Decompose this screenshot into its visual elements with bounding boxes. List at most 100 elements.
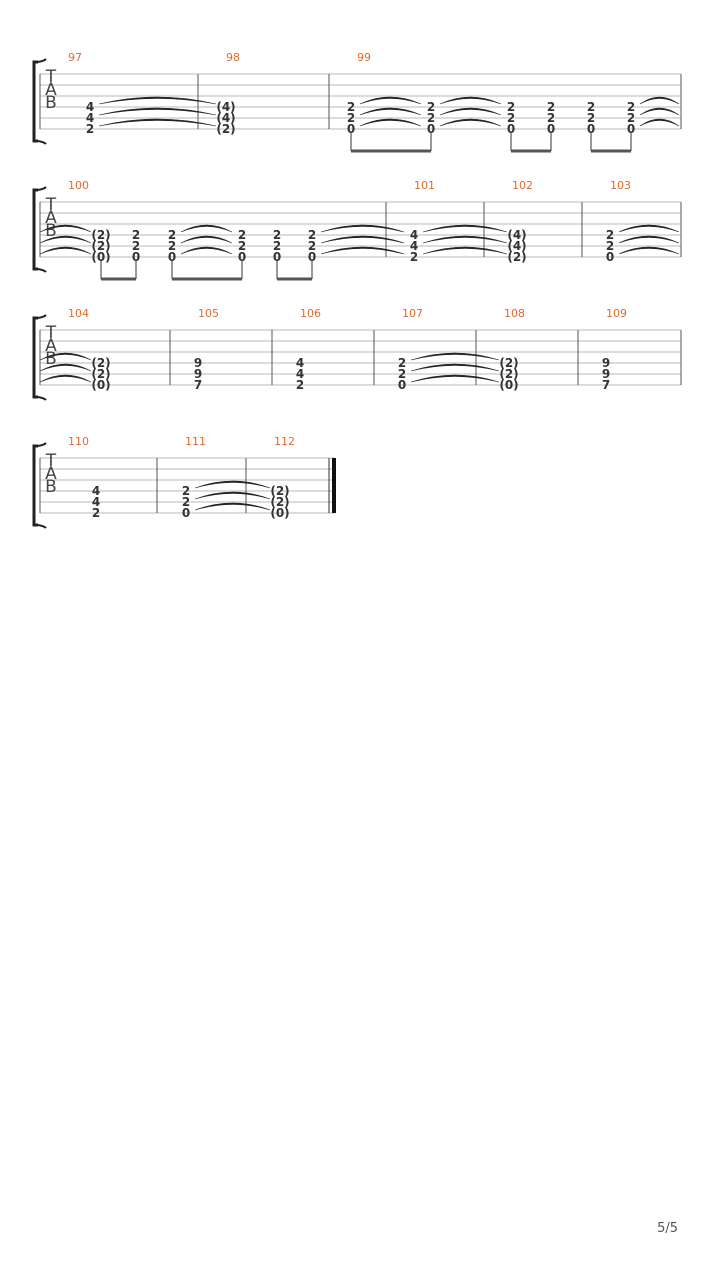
fret-number: (2)	[499, 356, 518, 370]
tab-clef-letter: T	[45, 67, 57, 87]
tie-arc	[359, 107, 422, 116]
fret-number: 2	[296, 378, 304, 392]
fret-number: 0	[627, 122, 635, 136]
system-bracket	[32, 444, 38, 527]
system-bracket	[32, 60, 38, 143]
fret-number: 2	[627, 100, 635, 114]
system-bracket	[32, 316, 38, 399]
fret-number: (0)	[91, 378, 110, 392]
tie-arc-incoming	[39, 235, 92, 244]
fret-number: 2	[398, 356, 406, 370]
measure-number: 103	[610, 179, 631, 192]
tie-arc	[180, 224, 233, 233]
tie-arc-incoming	[39, 363, 92, 372]
fret-number: 4	[86, 111, 94, 125]
fret-number: 4	[296, 356, 304, 370]
fret-number: 2	[273, 228, 281, 242]
fret-number: 2	[427, 111, 435, 125]
fret-number: 2	[410, 250, 418, 264]
page-number: 5/5	[657, 1221, 678, 1236]
fret-number: 2	[587, 111, 595, 125]
bracket-hook-top	[37, 58, 47, 63]
measure-number: 105	[198, 307, 219, 320]
tab-clef-letter: T	[45, 323, 57, 343]
fret-number: 0	[238, 250, 246, 264]
fret-number: (2)	[91, 356, 110, 370]
tie-arc	[320, 224, 405, 233]
fret-number: 2	[507, 111, 515, 125]
fret-number: 2	[606, 239, 614, 253]
system-bracket	[32, 188, 38, 271]
fret-number: 0	[308, 250, 316, 264]
tie-arc-incoming	[39, 374, 92, 383]
tie-arc	[439, 107, 502, 116]
fret-number: (2)	[270, 484, 289, 498]
fret-number: 2	[238, 239, 246, 253]
fret-number: 2	[606, 228, 614, 242]
tie-arc	[422, 224, 508, 233]
fret-number: 2	[347, 111, 355, 125]
tie-arc	[439, 96, 502, 105]
fret-number: 2	[132, 239, 140, 253]
tie-arc	[422, 235, 508, 244]
fret-number: 9	[194, 367, 202, 381]
tie-arc-incoming	[39, 224, 92, 233]
tab-clef-letter: A	[45, 464, 57, 484]
measure-number: 110	[68, 435, 89, 448]
tab-clef-letter: B	[45, 477, 57, 497]
staff-system: TAB100(2)(2)(0)220220220220220101442102(…	[32, 179, 682, 281]
measure-number: 101	[414, 179, 435, 192]
fret-number: 0	[606, 250, 614, 264]
fret-number: 2	[427, 100, 435, 114]
fret-number: (0)	[499, 378, 518, 392]
tie-arc	[359, 118, 422, 127]
bracket-hook-top	[37, 186, 47, 191]
tab-clef-letter: A	[45, 336, 57, 356]
fret-number: 2	[398, 367, 406, 381]
measure-number: 112	[274, 435, 295, 448]
tie-arc	[422, 246, 508, 255]
fret-number: 2	[168, 228, 176, 242]
fret-number: 0	[547, 122, 555, 136]
fret-number: 7	[602, 378, 610, 392]
tab-clef-letter: T	[45, 451, 57, 471]
bracket-hook-bottom	[37, 524, 47, 529]
fret-number: 0	[273, 250, 281, 264]
fret-number: 4	[410, 228, 418, 242]
tie-arc	[359, 96, 422, 105]
fret-number: 0	[182, 506, 190, 520]
bracket-hook-top	[37, 442, 47, 447]
fret-number: 2	[182, 495, 190, 509]
fret-number: (4)	[507, 228, 526, 242]
fret-number: 9	[194, 356, 202, 370]
fret-number: 2	[182, 484, 190, 498]
fret-number: (4)	[216, 100, 235, 114]
tab-clef-letter: B	[45, 349, 57, 369]
fret-number: 4	[92, 484, 100, 498]
fret-number: (2)	[91, 228, 110, 242]
fret-number: 2	[308, 228, 316, 242]
measure-number: 99	[357, 51, 371, 64]
fret-number: 2	[547, 111, 555, 125]
staff-system: TAB104(2)(2)(0)105997106442107220108(2)(…	[32, 307, 682, 401]
measure-number: 104	[68, 307, 89, 320]
fret-number: (2)	[91, 239, 110, 253]
fret-number: (2)	[270, 495, 289, 509]
fret-number: 2	[308, 239, 316, 253]
fret-number: 0	[398, 378, 406, 392]
measure-number: 102	[512, 179, 533, 192]
fret-number: 4	[410, 239, 418, 253]
fret-number: (2)	[507, 250, 526, 264]
tie-arc	[439, 118, 502, 127]
bracket-hook-bottom	[37, 268, 47, 273]
measure-number: 107	[402, 307, 423, 320]
tab-clef-letter: B	[45, 93, 57, 113]
fret-number: 0	[347, 122, 355, 136]
fret-number: (4)	[216, 111, 235, 125]
fret-number: 2	[132, 228, 140, 242]
fret-number: 2	[92, 506, 100, 520]
tie-arc	[180, 246, 233, 255]
fret-number: (0)	[270, 506, 289, 520]
tie-arc	[618, 235, 680, 244]
